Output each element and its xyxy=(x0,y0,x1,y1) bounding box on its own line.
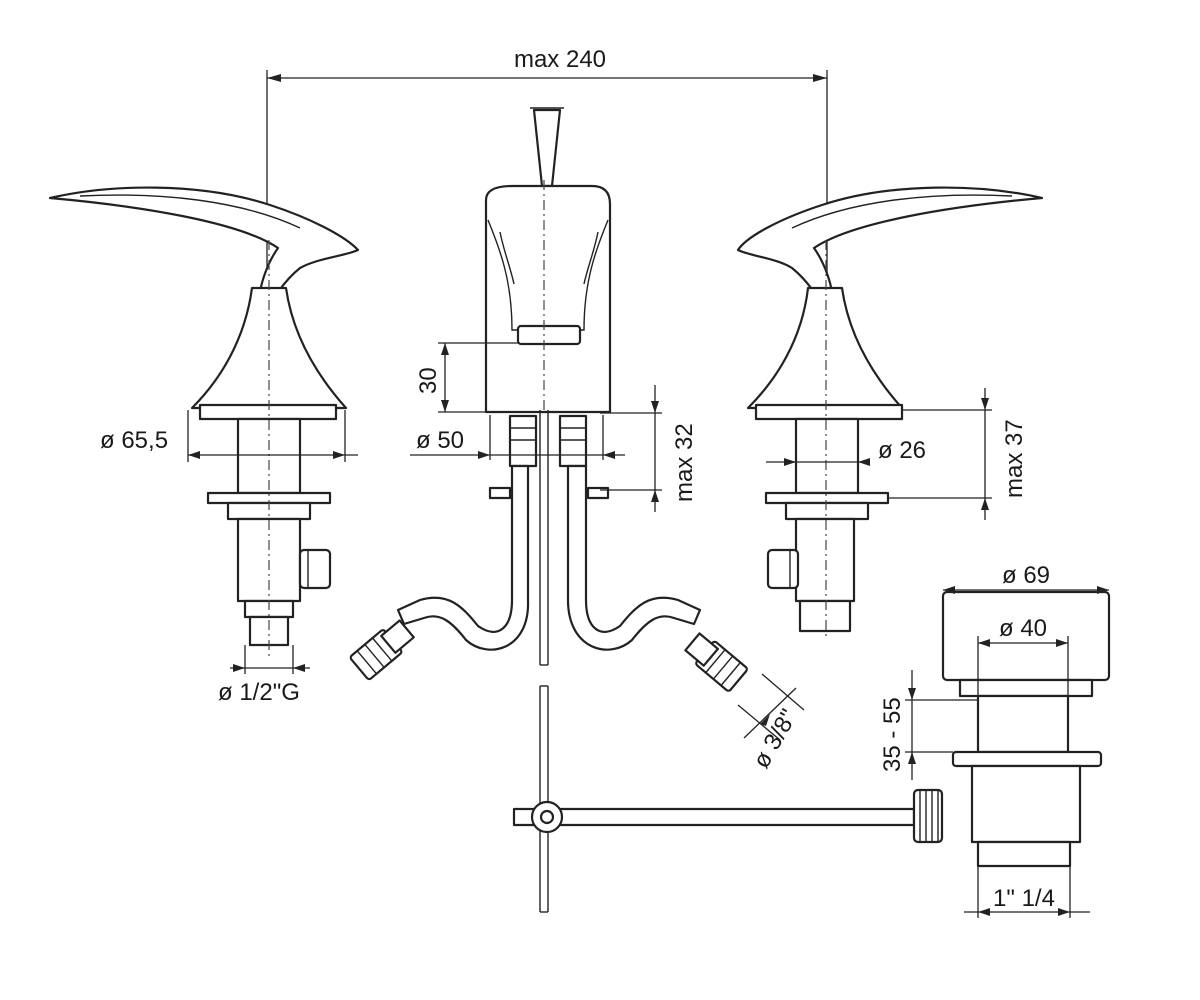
right-valve-body xyxy=(746,286,904,410)
flexible-hoses xyxy=(349,464,748,692)
waste-thread-dimension: 1" 1/4 xyxy=(964,866,1090,918)
left-lever xyxy=(48,186,360,294)
hose-connection-label: ø 3/8" xyxy=(748,705,803,773)
waste-outer-diameter-dimension: ø 69 xyxy=(943,562,1109,594)
left-side-outlet xyxy=(298,548,332,590)
waste-horizontal-rod xyxy=(512,807,916,827)
handle-base-diameter-label: ø 65,5 xyxy=(100,427,168,454)
center-spout xyxy=(484,107,612,666)
waste-inner-diameter-dimension: ø 40 xyxy=(977,615,1069,700)
spout-height-dimension: 30 xyxy=(415,342,520,413)
valve-max-height-label: max 37 xyxy=(1001,419,1028,498)
waste-inner-diameter-label: ø 40 xyxy=(999,615,1047,642)
valve-max-height-dimension: max 37 xyxy=(888,388,1028,520)
right-lever xyxy=(736,186,1044,294)
spout-body xyxy=(484,184,612,414)
handle-base-diameter-dimension: ø 65,5 xyxy=(100,410,358,462)
right-base-plate xyxy=(754,403,904,421)
spout-height-label: 30 xyxy=(415,367,442,394)
pop-up-knob xyxy=(532,108,562,188)
inlet-thread-label: ø 1/2"G xyxy=(218,679,300,706)
spout-base-diameter-dimension: ø 50 xyxy=(410,415,625,460)
waste-height-range-dimension: 35 - 55 xyxy=(879,670,978,780)
valve-diameter-label: ø 26 xyxy=(878,437,926,464)
inlet-thread-dimension: ø 1/2"G xyxy=(218,645,310,706)
left-handle-valve xyxy=(48,186,360,660)
left-base-plate xyxy=(198,403,338,421)
hose-connection-dimension: ø 3/8" xyxy=(737,673,805,773)
spout-max-height-dimension: max 32 xyxy=(600,385,698,512)
right-side-outlet xyxy=(766,548,800,590)
waste-flange xyxy=(951,750,1103,768)
right-handle-valve xyxy=(736,186,1044,640)
right-fixing-nut xyxy=(764,491,890,505)
waste-height-range-label: 35 - 55 xyxy=(879,697,906,772)
max-width-label: max 240 xyxy=(514,46,606,73)
waste-outer-diameter-label: ø 69 xyxy=(1002,562,1050,589)
valve-diameter-dimension: ø 26 xyxy=(766,437,926,466)
overall-width-dimension: max 240 xyxy=(266,46,828,290)
spout-base-diameter-label: ø 50 xyxy=(416,427,464,454)
spout-max-height-label: max 32 xyxy=(671,423,698,502)
waste-thread-label: 1" 1/4 xyxy=(993,885,1055,912)
